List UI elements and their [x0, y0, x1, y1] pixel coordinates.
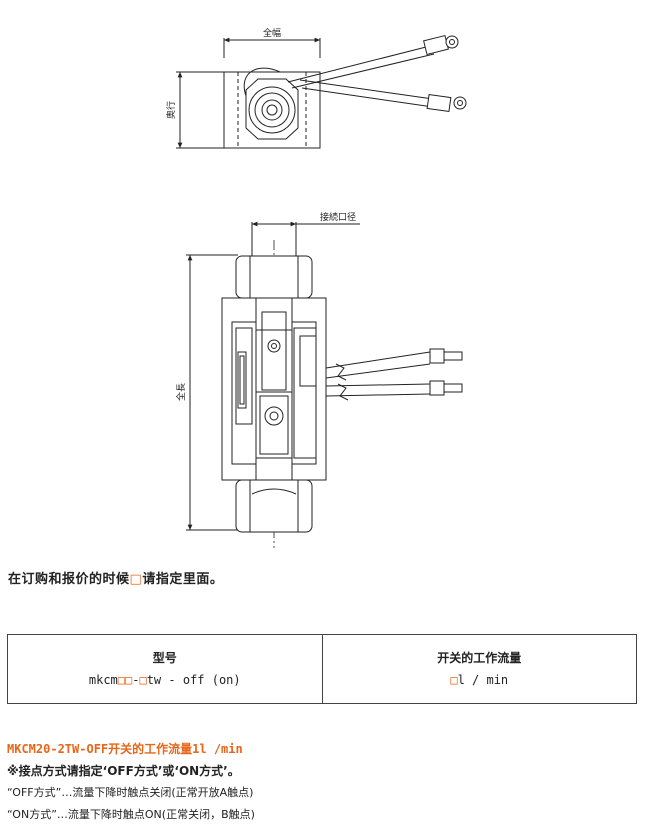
label-total-width: 全幅 [263, 27, 281, 39]
technical-drawing: 全幅 奥行 [165, 27, 467, 548]
model-cell: 型号 mkcm□□-□tw - off (on) [7, 634, 323, 704]
label-total-length: 全長 [175, 383, 187, 401]
on-mode-note: “ON方式”…流量下降时触点ON(正常关闭，B触点) [7, 808, 255, 821]
flow-cell: 开关的工作流量 □l / min [321, 634, 637, 704]
front-view [186, 221, 463, 548]
order-instruction-text-end: 请指定里面。 [142, 572, 224, 587]
model-suffix: tw - off (on) [146, 673, 241, 687]
example-note: MKCM20-2TW-OFF开关的工作流量1l /min [7, 742, 243, 756]
flow-box: □ [450, 673, 458, 687]
placeholder-box-glyph: □ [129, 572, 143, 587]
model-header: 型号 [152, 651, 177, 665]
model-box-2: □ [139, 673, 147, 687]
label-depth: 奥行 [165, 101, 177, 119]
contact-method-note: ※接点方式请指定‘OFF方式’或‘ON方式’。 [7, 764, 240, 778]
top-view [176, 34, 467, 149]
notes: MKCM20-2TW-OFF开关的工作流量1l /min ※接点方式请指定‘OF… [7, 738, 637, 826]
model-box-1: □□ [117, 673, 133, 687]
label-port-size: 接続口径 [320, 211, 356, 223]
flow-unit: l / min [457, 673, 509, 687]
model-prefix: mkcm [88, 673, 118, 687]
flow-value: □l / min [324, 669, 636, 691]
flow-header: 开关的工作流量 [437, 651, 522, 665]
order-instruction-text: 在订购和报价的时候 [8, 572, 130, 587]
model-dash: - [132, 673, 140, 687]
spec-table: 型号 mkcm□□-□tw - off (on) 开关的工作流量 □l / mi… [7, 634, 637, 704]
table-row: 型号 mkcm□□-□tw - off (on) 开关的工作流量 □l / mi… [7, 634, 637, 704]
order-instruction: 在订购和报价的时候□请指定里面。 [8, 568, 223, 587]
model-value: mkcm□□-□tw - off (on) [9, 669, 321, 691]
off-mode-note: “OFF方式”…流量下降时触点关闭(正常开放A触点) [7, 786, 254, 799]
